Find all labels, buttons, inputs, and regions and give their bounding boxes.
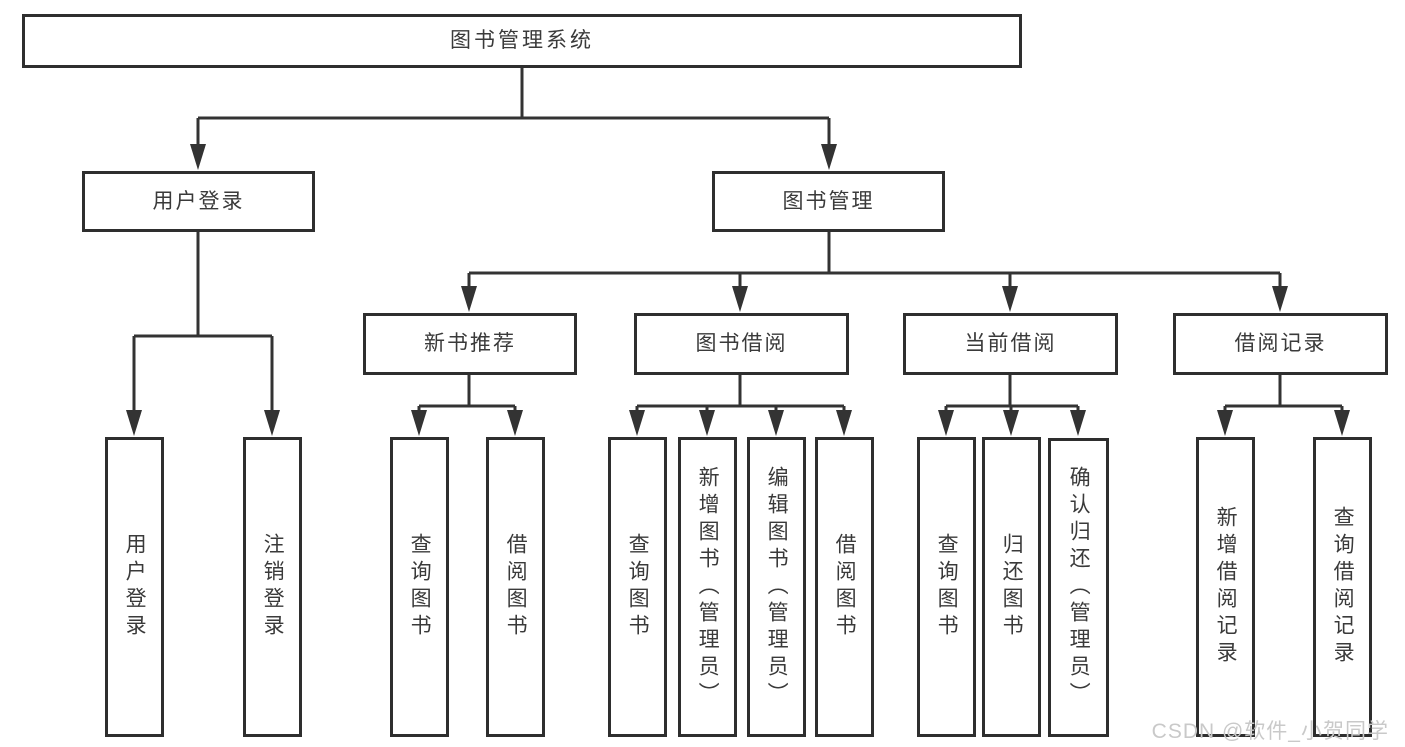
watermark-text: CSDN @软件_小贺同学 [1151,720,1389,743]
node-root: 图书管理系统 [22,14,1022,68]
node-borrow-records: 借阅记录 [1173,313,1388,375]
node-current-query-books: 查询图书 [917,437,976,737]
node-recommend-query-books: 查询图书 [390,437,449,737]
node-current-confirm-return-admin: 确认归还（管理员） [1048,438,1109,737]
node-user-login: 用户登录 [105,437,164,737]
node-current-borrow: 当前借阅 [903,313,1118,375]
node-records-query-record: 查询借阅记录 [1313,437,1372,737]
node-borrow-add-books-admin: 新增图书（管理员） [678,437,737,737]
node-borrow-borrow-books: 借阅图书 [815,437,874,737]
node-recommend-borrow-books: 借阅图书 [486,437,545,737]
node-borrow-query-books: 查询图书 [608,437,667,737]
node-borrow-edit-books-admin: 编辑图书（管理员） [747,437,806,737]
node-records-add-record: 新增借阅记录 [1196,437,1255,737]
node-new-book-recommend: 新书推荐 [363,313,577,375]
node-book-management: 图书管理 [712,171,945,232]
node-user-login-group: 用户登录 [82,171,315,232]
node-current-return-books: 归还图书 [982,437,1041,737]
node-book-borrow: 图书借阅 [634,313,849,375]
node-logout-login: 注销登录 [243,437,302,737]
